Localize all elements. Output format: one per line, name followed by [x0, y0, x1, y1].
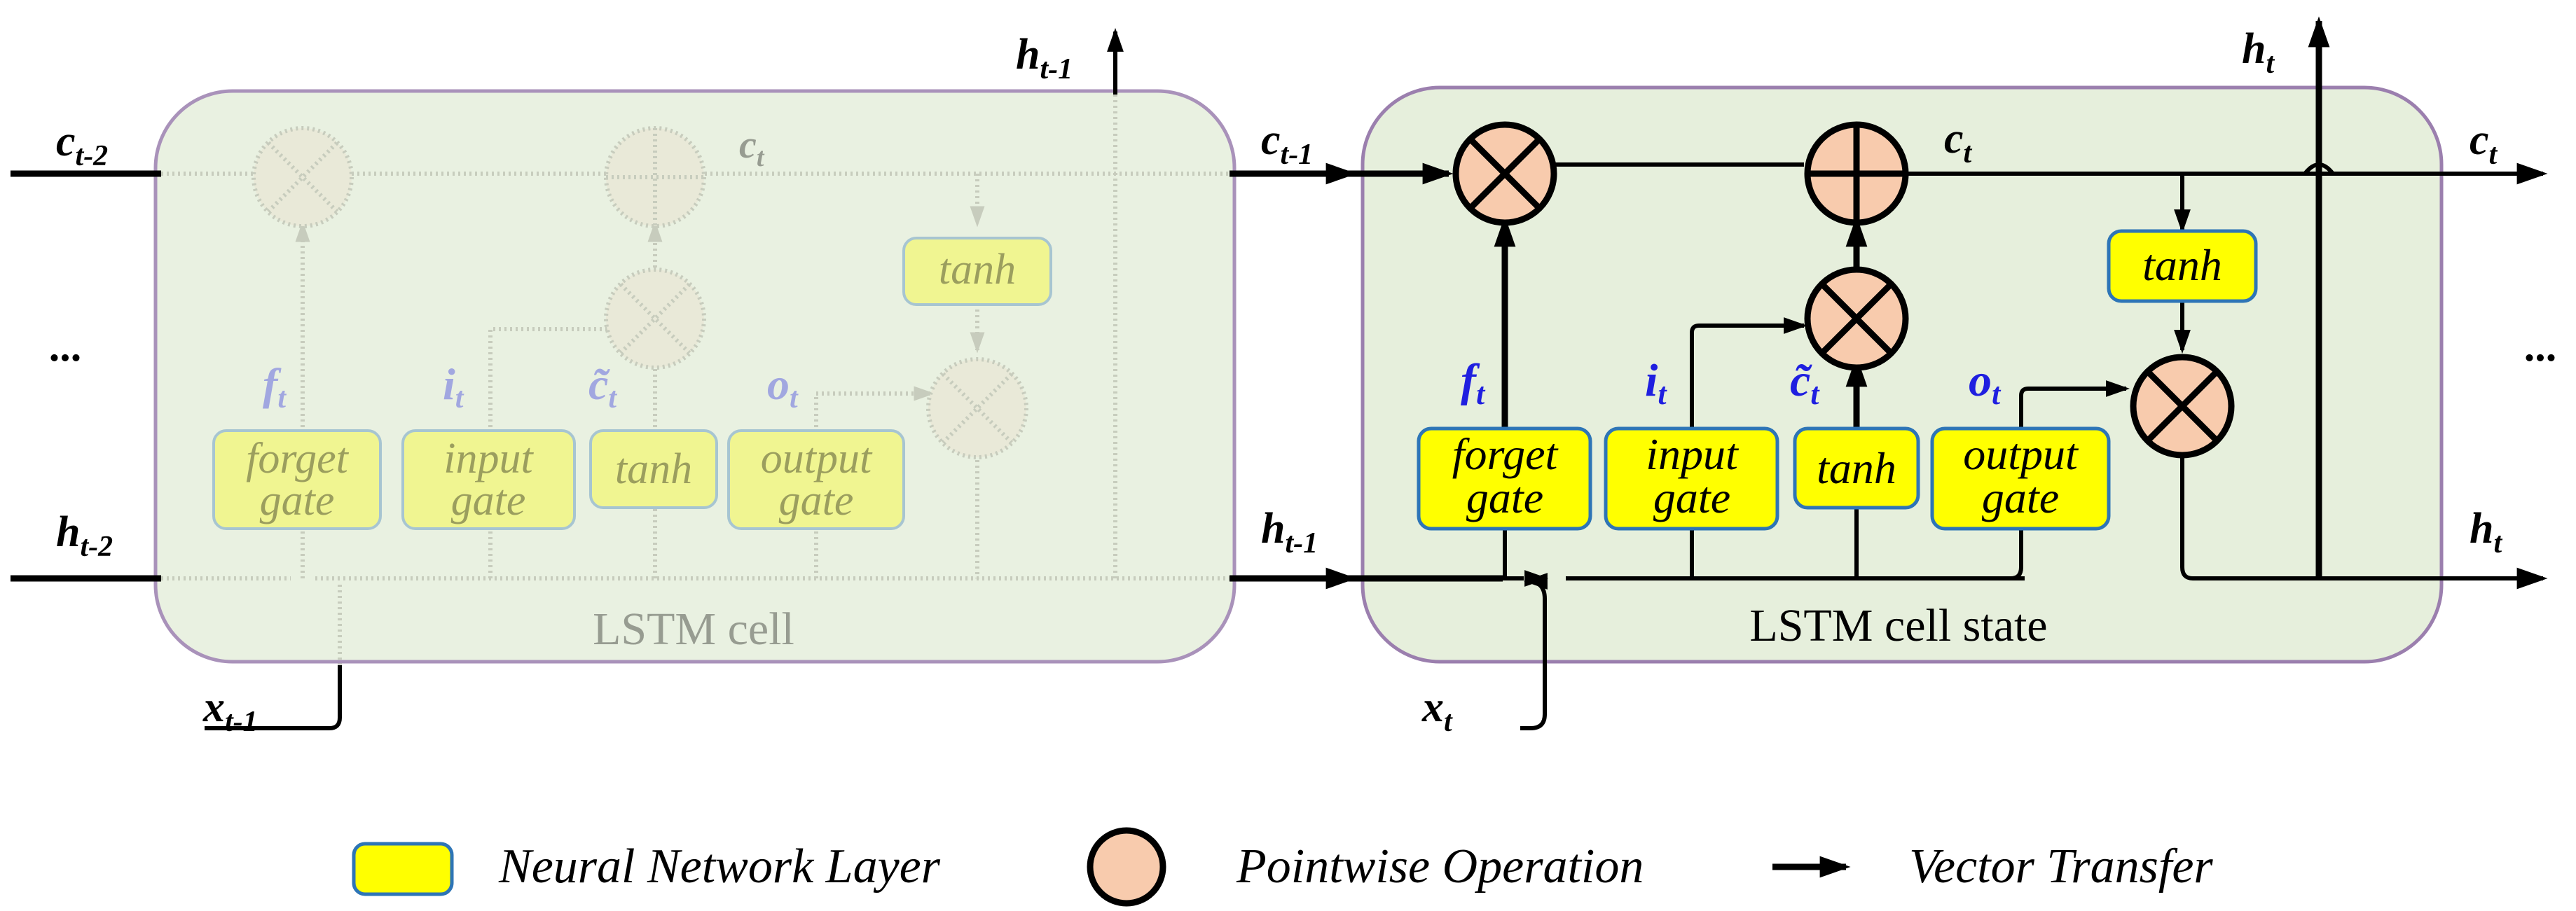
prev-forget-gate-text-1: forget [246, 435, 350, 482]
prev-lstm-cell [153, 89, 1237, 664]
prev-forget-multiply-op [252, 126, 354, 228]
output-gate-layer [1930, 426, 2111, 531]
legend-op-swatch [1087, 827, 1166, 907]
prev-c-tilde-label: c̃t [588, 359, 617, 415]
legend-transfer-text: Vector Transfer [1909, 840, 2213, 893]
h-t-1-top-label: ht-1 [1016, 31, 1073, 85]
prev-tanh-gate-text: tanh [615, 445, 692, 493]
h-t-out-label: ht [2470, 505, 2502, 559]
tanh-c-layer [2107, 229, 2258, 303]
prev-cell-labels: ct ft it c̃t ot forget gate input gate t… [246, 123, 1016, 655]
cur-cell-wires [1352, 16, 2548, 730]
input-gate-text-2: gate [1653, 473, 1730, 522]
input-gate-layer [1604, 426, 1779, 531]
prev-input-gate-layer [401, 429, 576, 530]
x-t-1-label: xt-1 [202, 683, 258, 738]
prev-tanh-c-layer [902, 237, 1052, 306]
prev-cell-box [153, 89, 1237, 664]
tanh-gate-layer [1793, 426, 1920, 510]
legend: Neural Network Layer Pointwise Operation… [352, 827, 2213, 907]
cur-labels: forget gate input gate tanh output gate … [1261, 25, 2558, 738]
h-t-2-label: ht-2 [56, 508, 113, 563]
prev-output-multiply-op [926, 357, 1028, 459]
i-t-label: it [1645, 355, 1667, 411]
h-t-1-label: ht-1 [1261, 505, 1318, 559]
prev-input-gate-text-1: input [443, 435, 534, 482]
o-t-label: ot [1969, 355, 2002, 411]
c-t-out-label: ct [2470, 116, 2498, 171]
forget-gate-text-2: gate [1466, 473, 1543, 522]
forget-gate-text-1: forget [1452, 429, 1559, 479]
prev-add-op [604, 126, 706, 228]
prev-cell-internals [161, 95, 1230, 665]
x-t-label: xt [1421, 683, 1453, 738]
c-tilde-t-label: c̃t [1790, 355, 1820, 411]
prev-o-label: ot [767, 359, 799, 415]
prev-output-gate-layer [727, 429, 905, 530]
cur-ops [1452, 121, 2235, 459]
prev-output-gate-text-2: gate [779, 477, 854, 524]
forget-gate-layer [1417, 426, 1592, 531]
c-t-1-label: ct-1 [1261, 116, 1313, 171]
right-ellipsis: ... [2526, 323, 2558, 370]
c-t-mid-label: ct [1944, 115, 1973, 169]
c-t-2-label: ct-2 [56, 118, 108, 172]
prev-forget-gate-text-2: gate [260, 477, 335, 524]
prev-external-labels: ct-2 ht-2 xt-1 ht-1 ... [50, 31, 1073, 738]
prev-input-multiply-op [604, 267, 706, 370]
legend-op-text: Pointwise Operation [1236, 840, 1644, 893]
legend-layer-text: Neural Network Layer [498, 840, 941, 893]
left-ellipsis: ... [50, 323, 83, 370]
h-t-top-label: ht [2242, 25, 2275, 80]
tanh-gate-text: tanh [1817, 443, 1896, 493]
prev-tanh-c-text: tanh [939, 246, 1016, 293]
prev-tanh-gate-layer [589, 429, 718, 509]
output-gate-text-2: gate [1982, 473, 2059, 522]
prev-c-inner-label: ct [739, 123, 765, 172]
prev-output-gate-text-1: output [761, 435, 873, 482]
output-gate-text-1: output [1963, 429, 2079, 479]
prev-cell-inputs [11, 27, 1357, 730]
tanh-c-text: tanh [2142, 240, 2222, 290]
legend-layer-swatch [352, 842, 454, 896]
input-gate-text-1: input [1646, 429, 1740, 479]
prev-cell-caption: LSTM cell [593, 604, 794, 655]
prev-forget-gate-layer [212, 429, 382, 530]
prev-input-gate-text-2: gate [451, 477, 526, 524]
prev-i-label: it [443, 359, 464, 415]
f-t-label: ft [1461, 355, 1486, 411]
cur-cell-caption: LSTM cell state [1749, 600, 2047, 651]
cur-layers [1417, 229, 2258, 531]
